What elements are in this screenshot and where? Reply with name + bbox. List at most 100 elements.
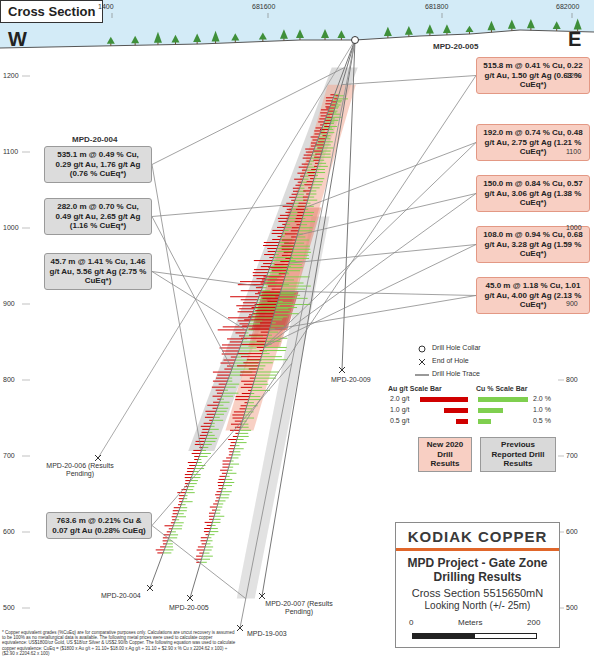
tick xyxy=(558,380,564,381)
cu-assay-bar xyxy=(209,429,218,430)
hole-label: MPD-20-009 xyxy=(330,376,372,384)
au-assay-bar xyxy=(235,399,248,400)
cu-assay-bar xyxy=(239,433,249,434)
compass-label: W xyxy=(8,28,27,51)
cu-assay-bar xyxy=(329,126,337,127)
au-assay-bar xyxy=(213,396,222,397)
au-assay-bar xyxy=(241,290,262,291)
cu-assay-bar xyxy=(227,473,237,474)
au-assay-bar xyxy=(202,429,209,430)
collar-symbol xyxy=(419,346,425,352)
result-callout: 150.0 m @ 0.84 % Cu, 0.57 g/t Au, 3.06 g… xyxy=(476,175,590,212)
au-assay-bar xyxy=(278,218,288,219)
cu-assay-bar xyxy=(201,562,207,563)
au-assay-bar xyxy=(189,465,196,466)
au-assay-bar xyxy=(299,167,308,168)
tick xyxy=(22,380,30,381)
au-assay-bar xyxy=(204,528,210,529)
au-assay-bar xyxy=(163,540,168,541)
tick xyxy=(22,456,30,457)
au-assay-bar xyxy=(249,329,270,330)
cu-assay-bar xyxy=(270,325,283,326)
result-callout: 282.0 m @ 0.70 % Cu, 0.49 g/t Au, 2.65 g… xyxy=(44,198,152,235)
au-assay-bar xyxy=(314,130,321,131)
cu-assay-bar xyxy=(303,179,309,180)
au-assay-bar xyxy=(321,115,327,116)
leader-line xyxy=(289,245,476,264)
cu-assay-bar xyxy=(260,293,294,294)
cu-assay-bar xyxy=(261,356,282,357)
cu-assay-bar xyxy=(296,197,303,198)
cu-assay-bar xyxy=(203,553,209,554)
cu-assay-bar xyxy=(172,528,182,529)
au-assay-bar xyxy=(219,476,226,477)
au-assay-bar xyxy=(319,118,325,119)
cu-assay-bar xyxy=(285,276,310,277)
au-assay-bar xyxy=(207,405,218,406)
title-block: KODIAK COPPERMPD Project - Gate Zone Dri… xyxy=(395,522,560,648)
au-assay-bar xyxy=(201,537,208,538)
cu-assay-bar xyxy=(281,289,305,290)
hole-label: MPD-20-005 xyxy=(168,604,210,612)
section-title: Cross Section xyxy=(0,0,103,23)
cu-assay-bar xyxy=(216,411,227,412)
au-assay-bar xyxy=(218,479,225,480)
au-assay-bar xyxy=(223,464,230,465)
scale-value: 0.5 g/t xyxy=(390,417,409,425)
cu-assay-bar xyxy=(333,114,340,115)
cu-assay-bar xyxy=(324,144,331,145)
cu-assay-bar xyxy=(248,326,252,327)
cu-assay-bar xyxy=(250,320,262,321)
cu-assay-bar xyxy=(331,120,338,121)
tick xyxy=(572,13,573,18)
cu-assay-bar xyxy=(251,317,283,318)
cu-assay-bar xyxy=(259,365,266,366)
cu-assay-bar xyxy=(224,482,234,483)
cu-assay-bar xyxy=(234,448,244,449)
cu-assay-bar xyxy=(266,278,277,279)
elevation-label: 800 xyxy=(3,376,15,384)
cu-assay-bar xyxy=(280,295,301,296)
au-assay-bar xyxy=(255,310,275,311)
au-assay-bar xyxy=(249,368,258,369)
cu-assay-bar xyxy=(213,519,220,520)
au-assay-bar xyxy=(267,301,277,302)
cu-assay-bar xyxy=(322,151,331,152)
tree xyxy=(131,36,139,43)
tick xyxy=(22,152,30,153)
cu-assay-bar xyxy=(330,106,339,107)
au-assay-bar xyxy=(292,227,300,228)
cu-assay-bar xyxy=(262,353,269,354)
cu-assay-bar xyxy=(278,245,294,246)
cu-assay-bar xyxy=(296,240,309,241)
au-assay-bar xyxy=(244,319,272,320)
au-assay-bar xyxy=(268,251,276,252)
cu-assay-bar xyxy=(223,485,232,486)
au-assay-bar xyxy=(325,120,331,121)
au-assay-bar xyxy=(326,97,333,98)
au-assay-bar xyxy=(318,121,324,122)
au-assay-bar xyxy=(306,152,313,153)
result-callout: 45.7 m @ 1.41 % Cu, 1.46 g/t Au, 5.56 g/… xyxy=(44,253,152,290)
au-assay-bar xyxy=(302,164,309,165)
au-assay-bar xyxy=(236,396,250,397)
au-assay-bar xyxy=(213,402,219,403)
au-assay-bar xyxy=(219,384,227,385)
cu-assay-bar xyxy=(336,105,341,106)
au-assay-bar xyxy=(304,184,312,185)
au-assay-bar xyxy=(295,185,300,186)
au-assay-bar xyxy=(274,264,288,265)
au-assay-bar xyxy=(257,341,266,342)
au-assay-bar xyxy=(222,350,239,351)
cu-assay-bar xyxy=(326,138,331,139)
au-assay-bar xyxy=(284,252,293,253)
cu-assay-bar xyxy=(216,510,221,511)
cu-assay-bar xyxy=(280,292,296,293)
au-assay-bar xyxy=(216,378,229,379)
hole-label: MPD-20-006 (Results Pending) xyxy=(40,462,120,478)
cu-assay-bar xyxy=(214,417,220,418)
cu-assay-bar xyxy=(163,552,171,553)
cu-assay-bar xyxy=(303,215,313,216)
hole-005 xyxy=(190,40,355,598)
au-assay-bar xyxy=(218,482,224,483)
